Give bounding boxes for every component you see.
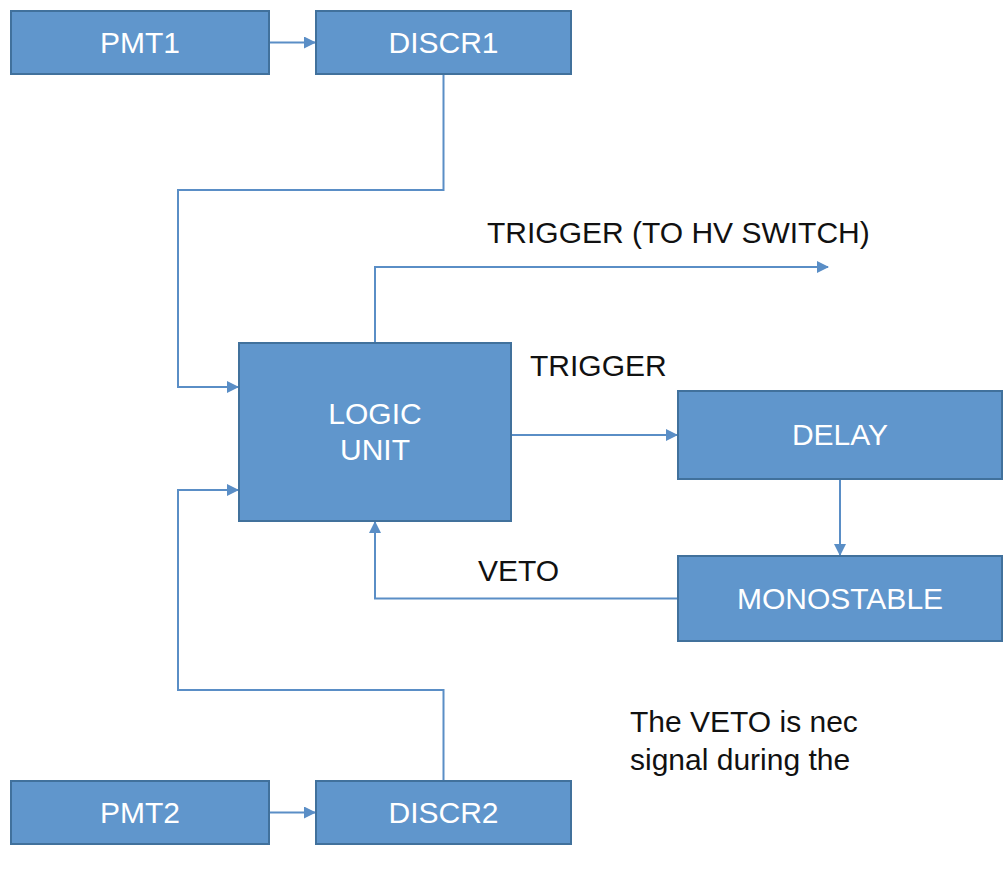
box-label: PMT2 <box>100 795 180 831</box>
delay-box: DELAY <box>677 390 1003 480</box>
logic-unit-box: LOGIC UNIT <box>238 342 512 522</box>
discriminator-box: DISCR1 <box>315 10 572 75</box>
signal-connector <box>839 480 841 555</box>
note-text: The VETO is nec signal during the <box>630 703 930 778</box>
signal-connector <box>178 490 444 780</box>
pmt-box: PMT2 <box>10 780 270 845</box>
box-label: DELAY <box>792 417 888 453</box>
veto-signal-name: VETO <box>478 552 559 590</box>
signal-connector <box>375 522 677 599</box>
trigger-signal-name: TRIGGER <box>530 347 667 385</box>
box-label: PMT1 <box>100 25 180 61</box>
monostable-box: MONOSTABLE <box>677 555 1003 642</box>
signal-connector <box>512 434 677 436</box>
box-label: MONOSTABLE <box>737 581 943 617</box>
discriminator-box: DISCR2 <box>315 780 572 845</box>
signal-connector <box>178 75 444 387</box>
pmt-box: PMT1 <box>10 10 270 75</box>
box-label: LOGIC UNIT <box>328 396 421 468</box>
output-signal-name: TRIGGER (TO HV SWITCH) <box>487 214 870 252</box>
signal-connector <box>270 812 315 814</box>
box-label: DISCR2 <box>388 795 498 831</box>
hv-trigger-wire <box>375 267 828 342</box>
box-label: DISCR1 <box>388 25 498 61</box>
signal-connector <box>270 42 315 44</box>
